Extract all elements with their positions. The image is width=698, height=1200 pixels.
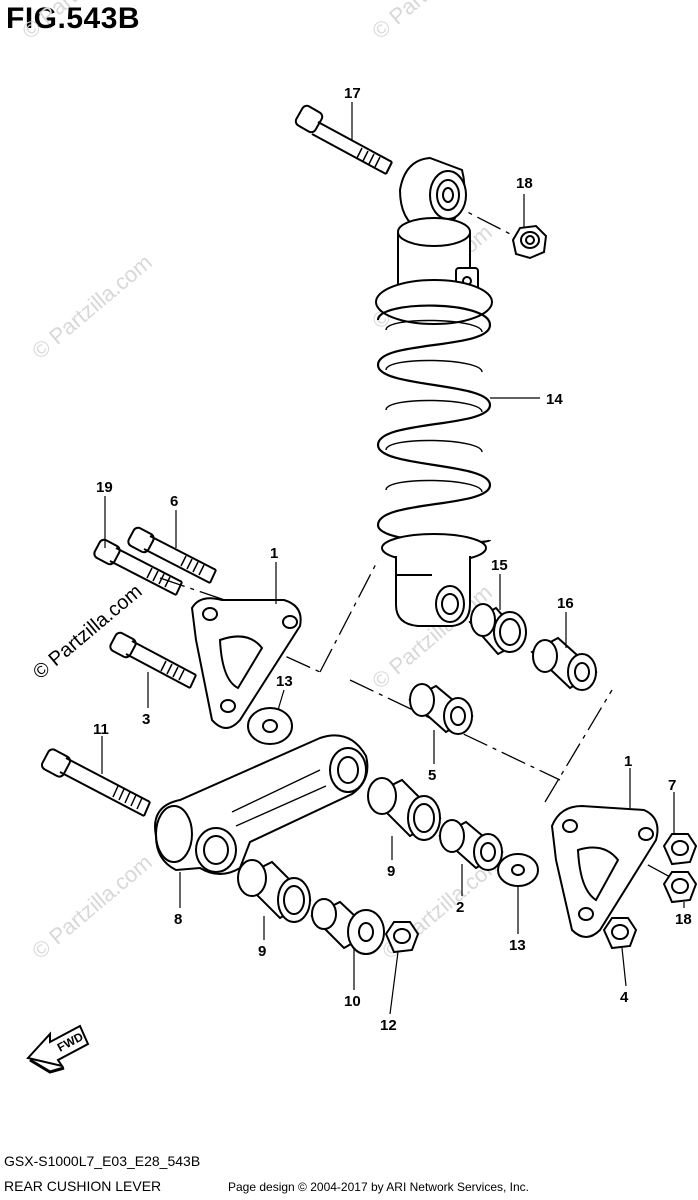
sleeve-16 [530, 636, 598, 691]
nut-4 [602, 917, 638, 950]
callout: 13 [509, 937, 526, 954]
sleeve-2 [438, 819, 504, 871]
lever-8 [154, 734, 369, 875]
callout: 13 [276, 673, 293, 690]
callout: 5 [428, 767, 436, 784]
watermark: © Partzilla.com [27, 249, 157, 363]
callout: 8 [174, 911, 182, 928]
nut-18-top [511, 224, 548, 260]
callout: 11 [93, 721, 109, 738]
copyright-credit: Page design © 2004-2017 by ARI Network S… [228, 1180, 530, 1194]
watermark: © Partzilla.com [27, 849, 157, 963]
nut-12 [384, 921, 420, 954]
callout: 3 [142, 711, 150, 728]
callout: 9 [387, 863, 395, 880]
watermark: © Partzilla.com [367, 0, 497, 44]
bearing-9-upper [367, 777, 442, 841]
shock-absorber-14 [375, 217, 493, 627]
watermark: © Partzilla.com [17, 0, 147, 44]
bolt-3 [109, 631, 197, 689]
sleeve-5 [408, 683, 474, 735]
callout: 16 [557, 595, 574, 612]
callout: 4 [620, 989, 629, 1006]
washer-13-right [497, 853, 539, 887]
bolt-19 [93, 538, 183, 596]
figure-name: REAR CUSHION LEVER [4, 1178, 162, 1194]
leader-lines [101, 102, 685, 1015]
callout: 15 [491, 557, 508, 574]
bearing-15 [468, 603, 527, 656]
bracket-1-right [550, 804, 659, 938]
bolt-6 [127, 526, 217, 584]
bracket-1-left [190, 597, 302, 729]
callout: 6 [170, 493, 178, 510]
callout: 19 [96, 479, 113, 496]
callout: 14 [546, 391, 563, 408]
bolt-11 [41, 748, 151, 817]
fwd-arrow-icon: FWD [26, 1024, 90, 1074]
callout: 1 [270, 545, 278, 562]
nut-7 [662, 833, 698, 866]
callout: 17 [344, 85, 361, 102]
nut-18-lower [662, 871, 698, 904]
washer-13-left [247, 707, 293, 745]
shock-top-eye [398, 156, 467, 232]
callout: 10 [344, 993, 361, 1010]
watermark: © Partzilla.com [29, 580, 146, 683]
callout: 9 [258, 943, 266, 960]
callout: 12 [380, 1017, 397, 1034]
callout: 7 [668, 777, 676, 794]
figure-code: GSX-S1000L7_E03_E28_543B [4, 1153, 201, 1169]
callout: 1 [624, 753, 632, 770]
bearing-9-lower [237, 859, 312, 923]
bolt-17 [294, 104, 393, 175]
collar-10 [310, 898, 385, 955]
callout-numbers: 17 18 14 19 6 1 15 16 13 3 5 11 1 7 9 8 … [93, 85, 692, 1034]
figure-title: FIG.543B [6, 2, 141, 35]
callout: 2 [456, 899, 464, 916]
callout: 18 [516, 175, 533, 192]
callout: 18 [675, 911, 692, 928]
